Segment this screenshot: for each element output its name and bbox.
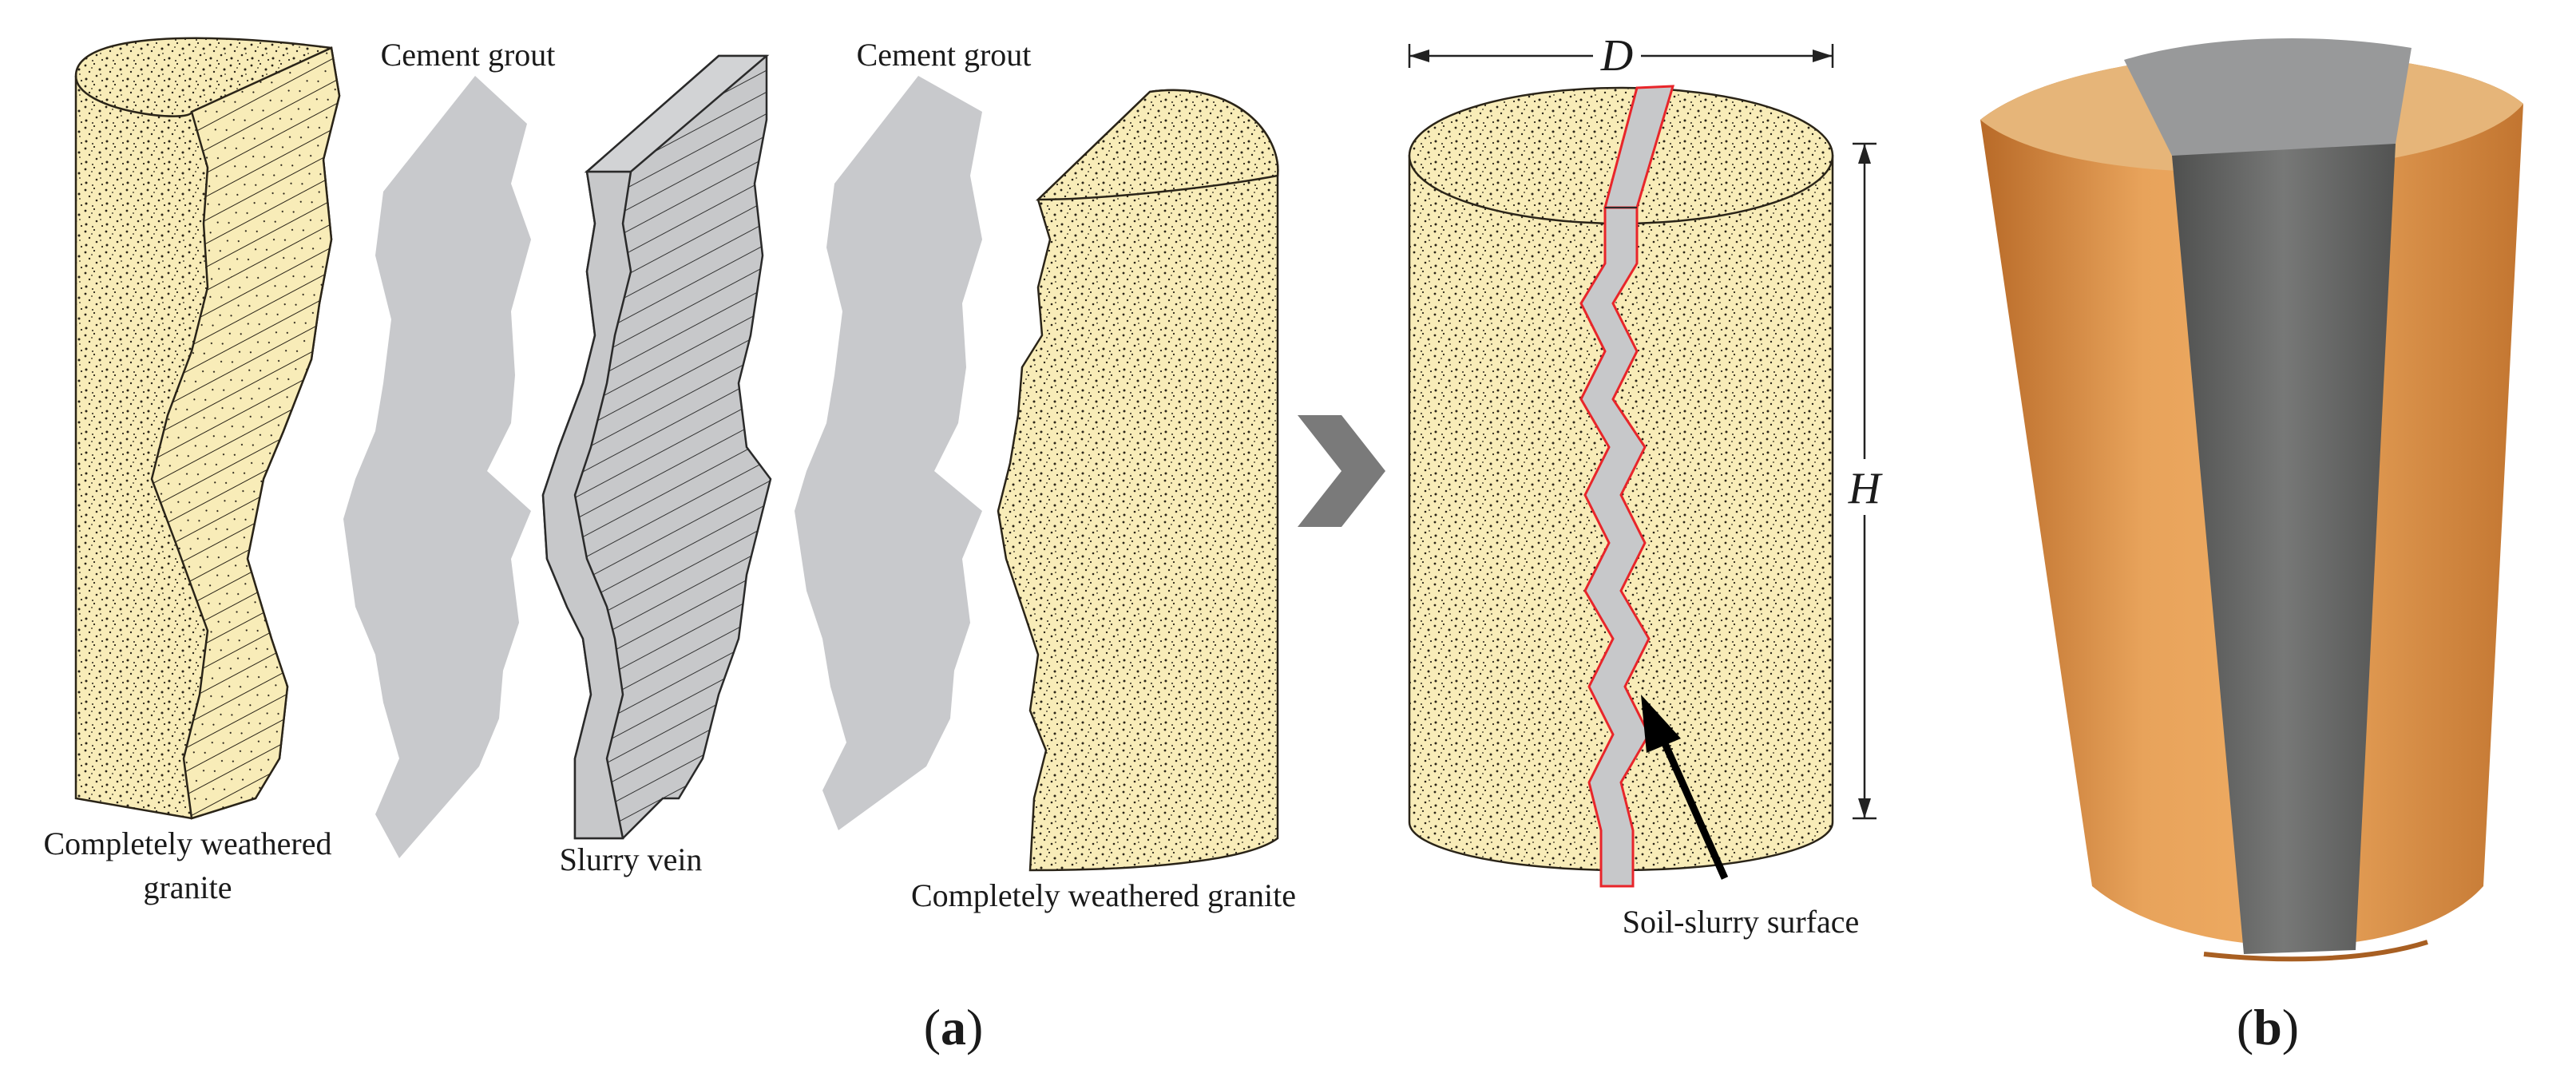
chevron-right-icon	[1298, 415, 1385, 527]
label-slurry-vein: Slurry vein	[560, 841, 703, 877]
panel-a: D H Cement grout Cement grout Completely…	[44, 31, 1888, 1055]
slurry-vein	[541, 54, 772, 840]
cement-grout-slab-2	[795, 76, 982, 830]
label-granite-left-line1: Completely weathered	[44, 826, 332, 861]
panel-a-label: (a)	[924, 999, 984, 1055]
label-granite-left-line2: granite	[143, 869, 232, 905]
label-soil-slurry-surface: Soil-slurry surface	[1623, 904, 1860, 940]
cement-grout-slab-1	[343, 76, 531, 858]
interface-pointer-arrow	[1641, 695, 1729, 880]
label-cement-grout-1: Cement grout	[381, 37, 556, 73]
label-granite-right: Completely weathered granite	[911, 877, 1296, 913]
panel-b: (b)	[1980, 38, 2523, 1055]
dimension-h-label: H	[1848, 464, 1883, 513]
label-cement-grout-2: Cement grout	[857, 37, 1032, 73]
granite-right-half	[997, 89, 1279, 872]
dimension-h: H	[1841, 142, 1888, 820]
dimension-d-label: D	[1600, 31, 1633, 81]
panel-b-label: (b)	[2237, 999, 2299, 1055]
interface-vein	[1579, 206, 1651, 888]
dimension-d: D	[1408, 31, 1834, 81]
assembled-specimen	[1408, 85, 1834, 888]
granite-left-half	[74, 37, 341, 820]
specimen-photo	[1980, 38, 2523, 962]
